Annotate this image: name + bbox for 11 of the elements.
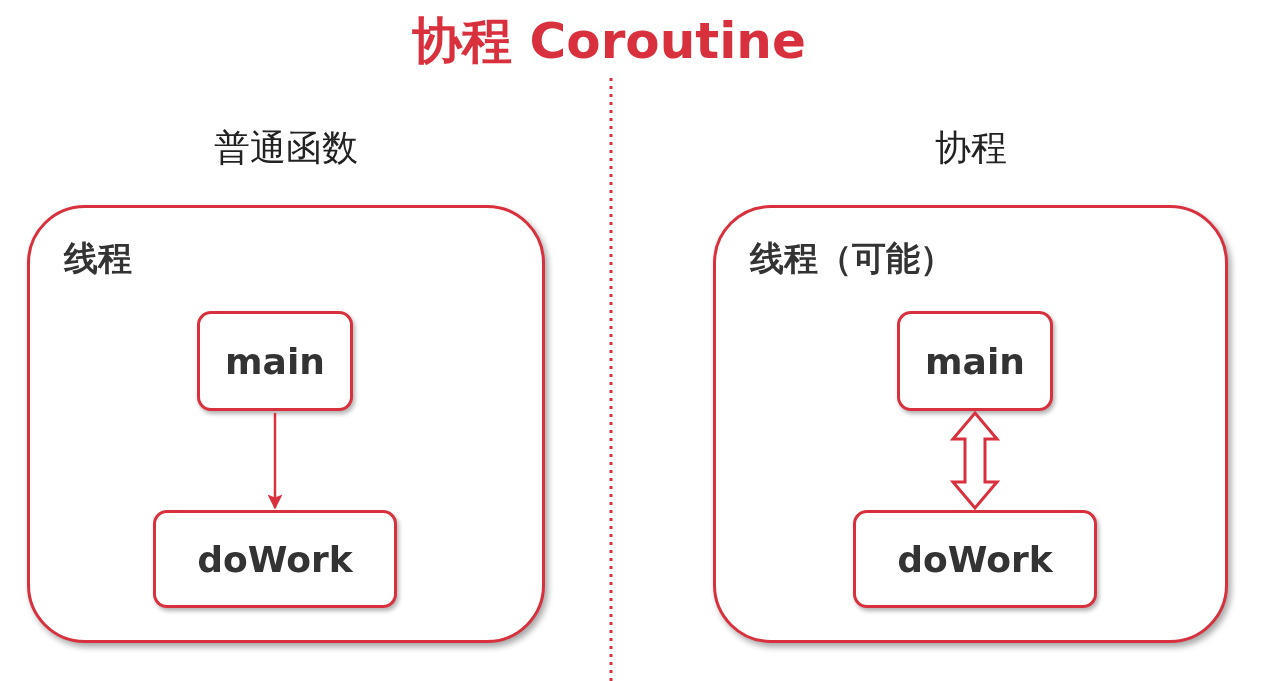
arrow bbox=[267, 413, 283, 510]
title: 协程 Coroutine bbox=[411, 11, 807, 72]
panel-heading: 普通函数 bbox=[213, 126, 359, 170]
process-box: main bbox=[197, 311, 353, 411]
panel-label: 线程 bbox=[64, 237, 132, 280]
panel-label: 线程（可能） bbox=[750, 237, 954, 280]
process-box: main bbox=[897, 311, 1053, 411]
process-box: doWork bbox=[853, 510, 1097, 608]
double-arrow bbox=[949, 410, 1001, 511]
panel-heading: 协程 bbox=[933, 126, 1008, 170]
process-box: doWork bbox=[153, 510, 397, 608]
